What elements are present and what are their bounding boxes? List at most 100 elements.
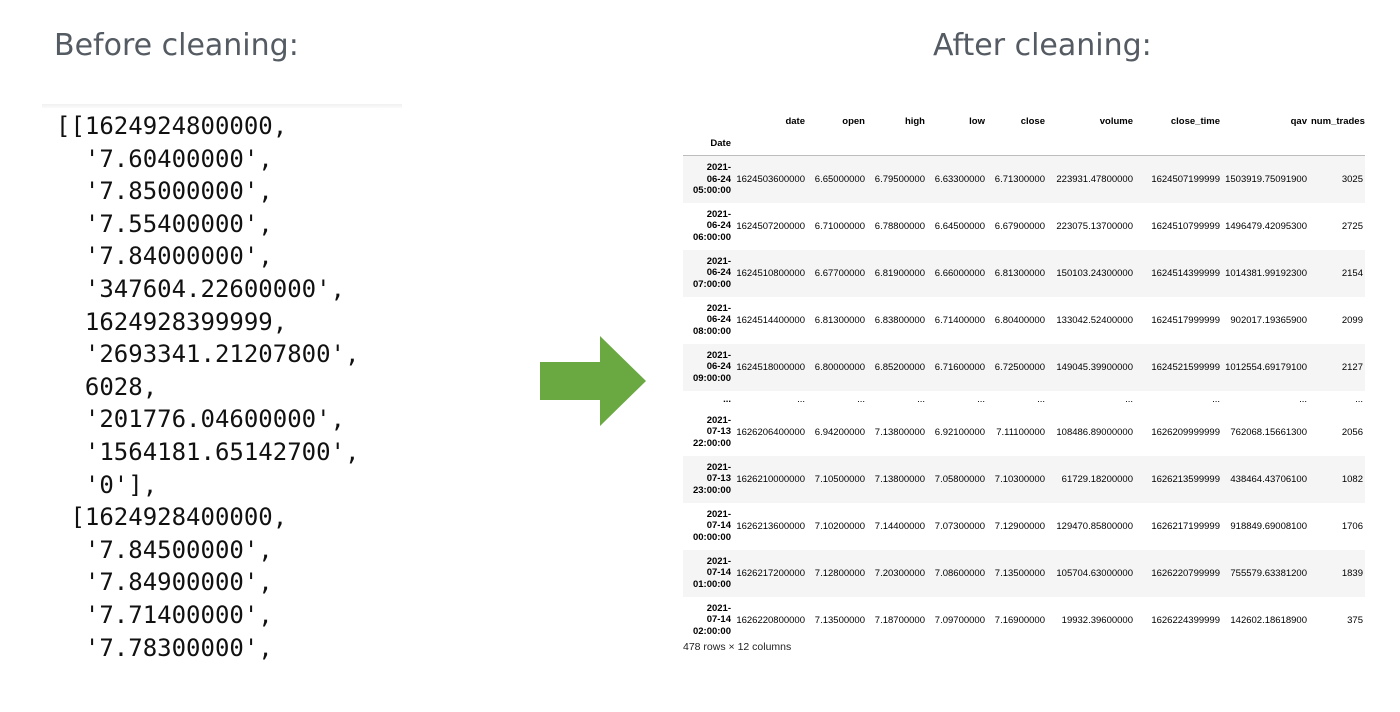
cell-high: 6.85200000 bbox=[874, 361, 925, 373]
cell-high: ... bbox=[917, 394, 925, 405]
ellipsis-row: .............................. bbox=[683, 391, 1365, 409]
cell-close: 6.80400000 bbox=[994, 314, 1045, 326]
cell-qav: 438464.43706100 bbox=[1230, 473, 1307, 485]
cell-open: 6.65000000 bbox=[814, 173, 865, 185]
cell-low: 6.63300000 bbox=[934, 173, 985, 185]
cell-date: 1624514400000 bbox=[736, 314, 805, 326]
row-index: ... bbox=[683, 391, 733, 409]
raw-output-line: '7.60400000', bbox=[56, 144, 273, 173]
cell-open: ... bbox=[857, 394, 865, 405]
cell-high: 6.81900000 bbox=[874, 267, 925, 279]
cell-num-trades: 1082 bbox=[1341, 473, 1363, 485]
row-index-part: 2021- bbox=[706, 508, 731, 520]
cell-num-trades: 1839 bbox=[1341, 567, 1363, 579]
cell-open: 7.12800000 bbox=[814, 567, 865, 579]
cell-volume: 223075.13700000 bbox=[1056, 220, 1133, 232]
cell-close-time: ... bbox=[1212, 394, 1220, 405]
cell-qav: 918849.69008100 bbox=[1230, 520, 1307, 532]
row-index-part: 00:00:00 bbox=[692, 531, 731, 543]
row-index-part: 2021- bbox=[706, 208, 731, 220]
cell-open: 6.80000000 bbox=[814, 361, 865, 373]
column-header-close: close bbox=[1020, 115, 1045, 127]
cell-open: 6.71000000 bbox=[814, 220, 865, 232]
row-index-part: 06-24 bbox=[706, 220, 731, 232]
cell-close-time: 1626213599999 bbox=[1151, 473, 1220, 485]
cell-high: 7.14400000 bbox=[874, 520, 925, 532]
row-index-part: 07-14 bbox=[706, 567, 731, 579]
cell-high: 6.83800000 bbox=[874, 314, 925, 326]
cell-volume: 150103.24300000 bbox=[1056, 267, 1133, 279]
cell-close: 7.13500000 bbox=[994, 567, 1045, 579]
cell-close-time: 1624507199999 bbox=[1151, 173, 1220, 185]
cell-low: ... bbox=[977, 394, 985, 405]
after-cleaning-heading: After cleaning: bbox=[933, 28, 1152, 63]
cell-num-trades: 2127 bbox=[1341, 361, 1363, 373]
row-index-part: 06:00:00 bbox=[692, 231, 731, 243]
cell-close: 7.11100000 bbox=[996, 426, 1045, 438]
cell-open: 6.67700000 bbox=[814, 267, 865, 279]
cell-high: 7.13800000 bbox=[874, 473, 925, 485]
before-cleaning-heading: Before cleaning: bbox=[54, 28, 299, 63]
column-header-low: low bbox=[969, 115, 985, 127]
row-index-part: 2021- bbox=[706, 602, 731, 614]
raw-output-line: '0'], bbox=[56, 470, 158, 499]
cell-qav: ... bbox=[1299, 394, 1307, 405]
cell-close: ... bbox=[1037, 394, 1045, 405]
cell-close-time: 1624517999999 bbox=[1151, 314, 1220, 326]
row-index-part: 05:00:00 bbox=[692, 185, 731, 196]
raw-output-line: '7.71400000', bbox=[56, 600, 273, 629]
column-header-qav: qav bbox=[1290, 115, 1307, 127]
cell-num-trades: 1706 bbox=[1341, 520, 1363, 532]
raw-output-line: '201776.04600000', bbox=[56, 405, 345, 434]
index-name: Date bbox=[683, 131, 733, 156]
cell-close-time: 1626209999999 bbox=[1151, 426, 1220, 438]
column-header-high: high bbox=[904, 115, 925, 127]
cell-qav: 902017.19365900 bbox=[1230, 314, 1307, 326]
raw-output-line: '7.78300000', bbox=[56, 633, 273, 662]
cell-open: 7.10200000 bbox=[814, 520, 865, 532]
cell-qav: 1503919.75091900 bbox=[1225, 173, 1307, 185]
row-index-part: 01:00:00 bbox=[692, 578, 731, 590]
cell-num-trades: 2725 bbox=[1341, 220, 1363, 232]
column-header-open: open bbox=[842, 115, 865, 127]
cell-low: 6.66000000 bbox=[934, 267, 985, 279]
cell-high: 7.18700000 bbox=[874, 614, 925, 626]
cell-volume: 108486.89000000 bbox=[1056, 426, 1133, 438]
row-index-part: 07-14 bbox=[706, 614, 731, 626]
raw-api-output: [[1624924800000, '7.60400000', '7.850000… bbox=[56, 110, 359, 664]
cell-qav: 755579.63381200 bbox=[1230, 567, 1307, 579]
raw-output-line: '7.84000000', bbox=[56, 242, 273, 271]
row-index-part: 09:00:00 bbox=[692, 372, 731, 384]
row-index-part: 07-13 bbox=[706, 473, 731, 485]
row-index-part: 06-24 bbox=[706, 314, 731, 326]
cell-high: 7.20300000 bbox=[874, 567, 925, 579]
row-index-part: ... bbox=[723, 393, 731, 405]
raw-output-line: [1624928400000, bbox=[56, 503, 288, 532]
row-index-part: 2021- bbox=[706, 414, 731, 426]
cell-qav: 1496479.42095300 bbox=[1225, 220, 1307, 232]
column-header-volume: volume bbox=[1099, 115, 1133, 127]
row-index-part: 2021- bbox=[706, 302, 731, 314]
cell-close-time: 1624514399999 bbox=[1151, 267, 1220, 279]
row-index-part: 07-13 bbox=[706, 426, 731, 438]
cell-num-trades: 2056 bbox=[1341, 426, 1363, 438]
cell-num-trades: 375 bbox=[1347, 614, 1363, 626]
cell-close: 6.72500000 bbox=[994, 361, 1045, 373]
row-index-part: 07:00:00 bbox=[692, 278, 731, 290]
cell-close-time: 1626220799999 bbox=[1151, 567, 1220, 579]
